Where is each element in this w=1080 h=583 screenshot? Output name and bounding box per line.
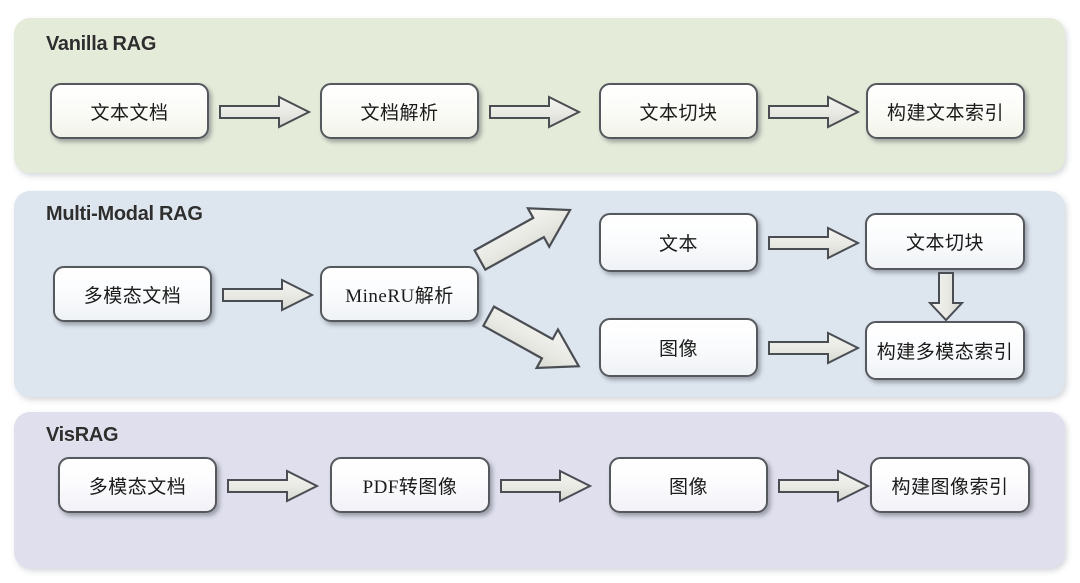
node-vis-multimodal-doc[interactable]: 多模态文档 [58, 457, 217, 513]
node-label: PDF转图像 [362, 476, 458, 498]
node-mm-image[interactable]: 图像 [599, 318, 758, 377]
node-text-chunk[interactable]: 文本切块 [599, 83, 758, 139]
node-label: 构建图像索引 [891, 476, 1009, 498]
node-text-doc[interactable]: 文本文档 [50, 83, 209, 139]
node-build-multimodal-index[interactable]: 构建多模态索引 [865, 321, 1025, 380]
node-build-image-index[interactable]: 构建图像索引 [870, 457, 1030, 513]
node-label: 图像 [658, 339, 698, 360]
node-label: 图像 [668, 476, 708, 498]
node-label: 文本 [658, 234, 698, 255]
node-label: 构建多模态索引 [876, 342, 1014, 363]
node-label: 文本文档 [90, 102, 169, 124]
node-pdf-to-image[interactable]: PDF转图像 [330, 457, 490, 513]
node-label: 文本切块 [905, 233, 984, 254]
node-multimodal-doc[interactable]: 多模态文档 [53, 266, 212, 322]
node-label: 文本切块 [639, 102, 718, 124]
node-label: MineRU解析 [345, 285, 454, 307]
node-vis-image[interactable]: 图像 [609, 457, 768, 513]
node-label: 多模态文档 [83, 285, 182, 307]
panel-title-multi-modal-rag: Multi-Modal RAG [46, 203, 203, 225]
node-mm-text[interactable]: 文本 [599, 213, 758, 272]
node-label: 构建文本索引 [886, 102, 1004, 124]
node-mm-text-chunk[interactable]: 文本切块 [865, 213, 1025, 270]
node-label: 文档解析 [360, 102, 439, 124]
node-build-text-index[interactable]: 构建文本索引 [866, 83, 1025, 139]
node-mineru-parse[interactable]: MineRU解析 [320, 266, 479, 322]
panel-title-visrag: VisRAG [46, 424, 119, 446]
panel-title-vanilla-rag: Vanilla RAG [46, 33, 157, 55]
node-doc-parse[interactable]: 文档解析 [320, 83, 479, 139]
node-label: 多模态文档 [88, 476, 187, 498]
